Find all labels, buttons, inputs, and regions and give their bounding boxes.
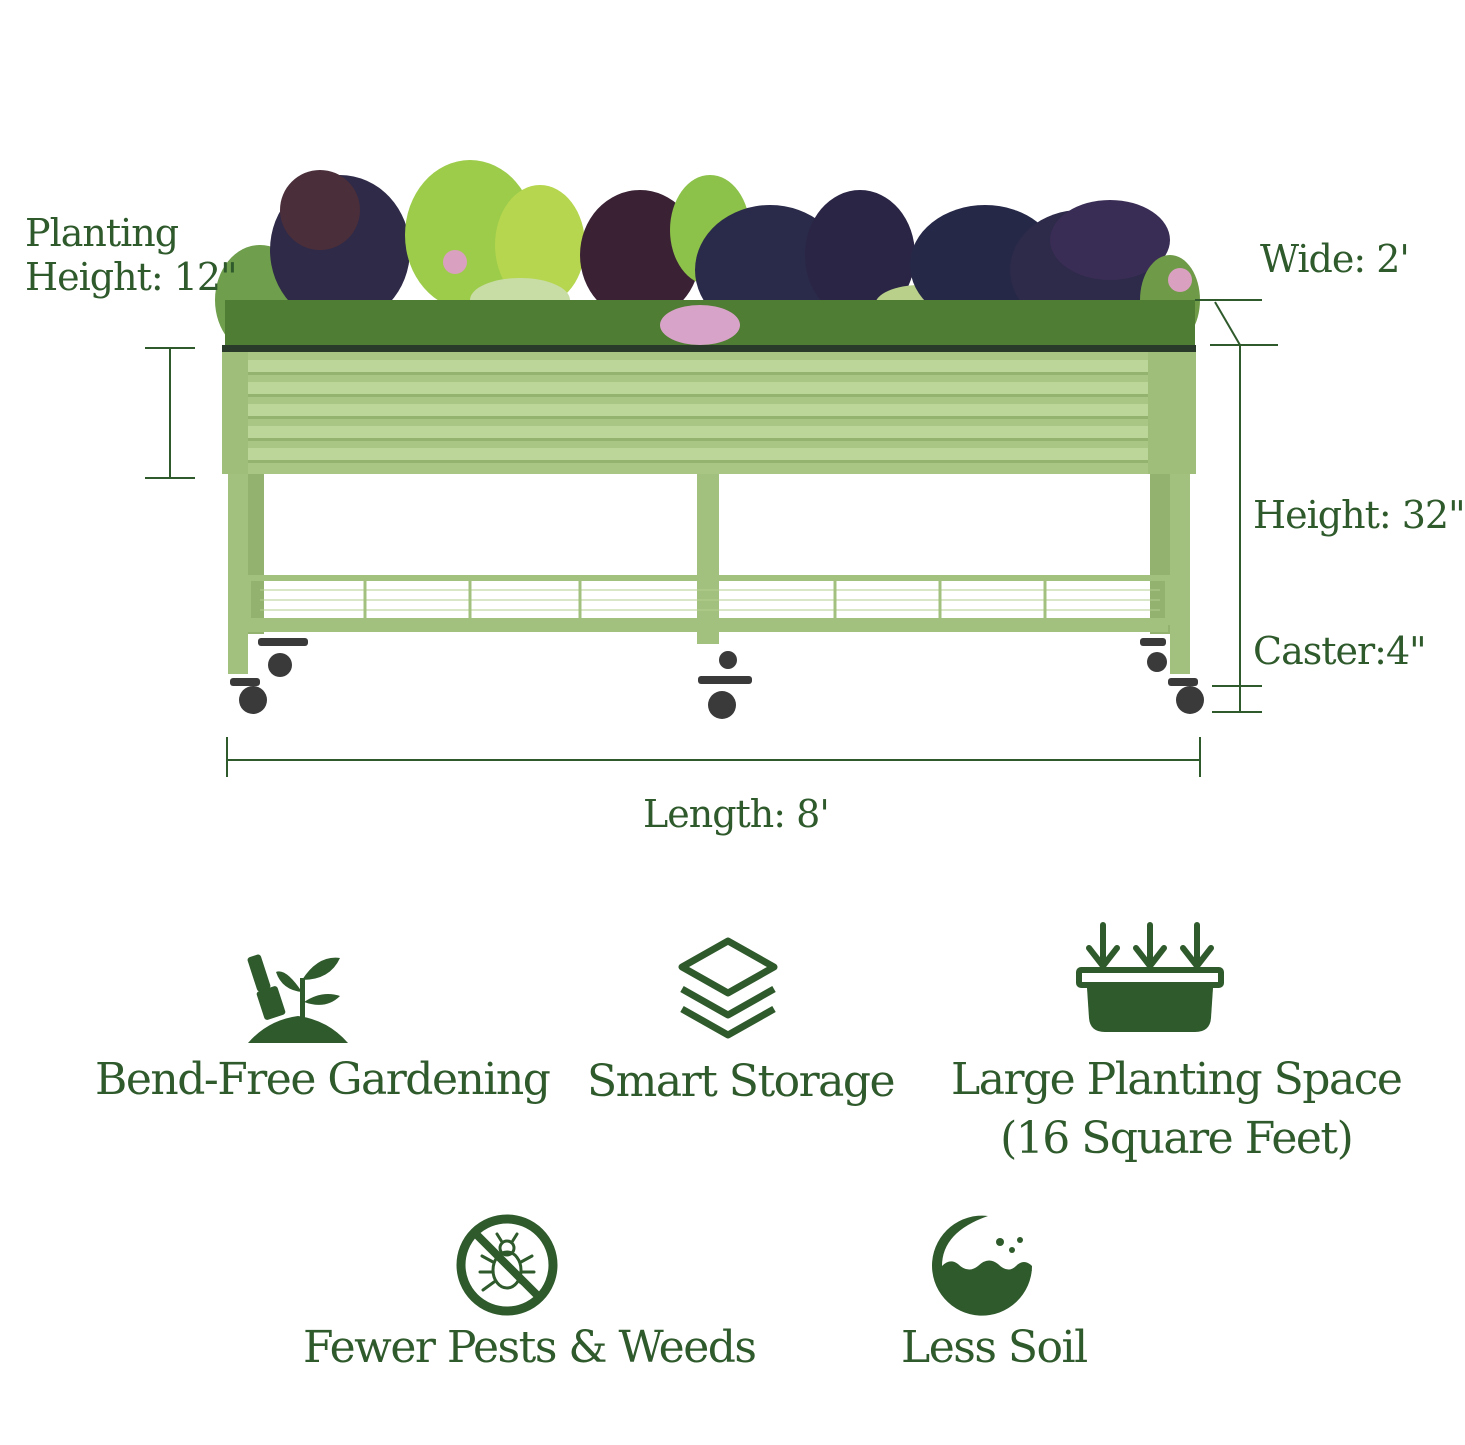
smart-storage-label: Smart Storage xyxy=(587,1056,896,1107)
length-label: Length: 8' xyxy=(643,792,830,836)
caster-wheels xyxy=(230,638,1204,719)
planter-bed xyxy=(222,352,1196,474)
plant-foliage xyxy=(215,160,1200,355)
wide-label: Wide: 2' xyxy=(1260,237,1410,281)
height-label: Height: 32" xyxy=(1253,493,1465,537)
planter-legs xyxy=(228,474,1190,674)
planter-illustration xyxy=(145,160,1278,777)
planter-rim xyxy=(222,345,1196,353)
planter-box-icon xyxy=(1075,920,1225,1035)
fewer-pests-label: Fewer Pests & Weeds xyxy=(303,1322,757,1373)
soil-icon xyxy=(928,1212,1036,1320)
gardening-tools-icon xyxy=(247,950,348,1045)
large-space-label: Large Planting Space (16 Square Feet) xyxy=(951,1050,1403,1169)
less-soil-label: Less Soil xyxy=(901,1322,1088,1373)
storage-shelf xyxy=(245,575,1171,632)
dimension-lines xyxy=(145,299,1278,777)
bend-free-label: Bend-Free Gardening xyxy=(95,1054,551,1105)
stacked-layers-icon xyxy=(676,935,780,1039)
large-space-label-line1: Large Planting Space xyxy=(951,1054,1403,1105)
planting-height-label-line1: Planting xyxy=(25,211,179,255)
large-space-label-line2: (16 Square Feet) xyxy=(1000,1113,1354,1165)
no-bug-icon xyxy=(454,1212,560,1318)
planting-height-label: Planting Height: 12" xyxy=(25,211,238,299)
caster-label: Caster:4" xyxy=(1253,629,1427,673)
planting-height-label-line2: Height: 12" xyxy=(25,254,238,299)
